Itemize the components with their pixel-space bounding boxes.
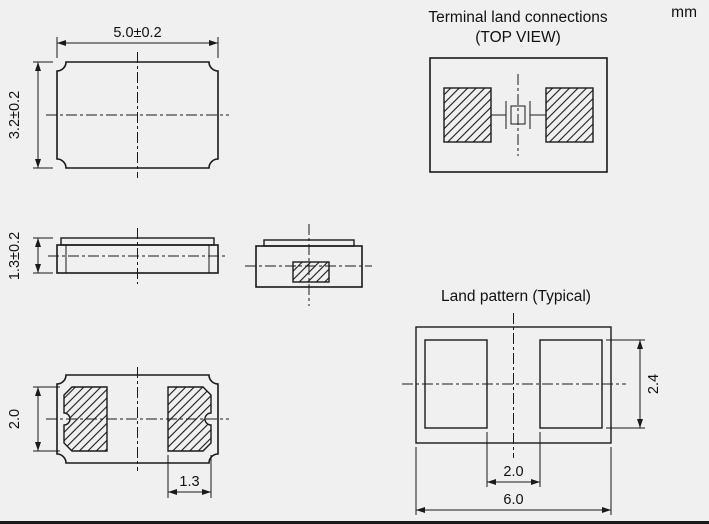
land-pattern: Land pattern (Typical) 2.4 2.0 (402, 288, 662, 515)
land-pattern-title: Land pattern (Typical) (441, 288, 591, 305)
thickness-dim-label: 1.3±0.2 (7, 232, 23, 280)
pad-width-dimension: 1.3 (167, 455, 212, 498)
bottom-view: 2.0 1.3 (7, 367, 229, 498)
pad-width-dim-label: 1.3 (179, 474, 199, 490)
side-view: 1.3±0.2 (7, 228, 227, 284)
thickness-dimension: 1.3±0.2 (7, 232, 53, 280)
bottom-rule (0, 521, 709, 524)
overall-width-dimension: 6.0 (415, 447, 612, 515)
crystal-section-hatch (292, 261, 330, 283)
pad-height-dimension: 2.4 (606, 339, 662, 429)
pad-length-dimension: 2.0 (7, 386, 60, 452)
pad-height-dim-label: 2.4 (646, 374, 662, 394)
overall-width-dim-label: 6.0 (503, 492, 523, 508)
height-dim-label: 3.2±0.2 (7, 91, 23, 139)
courtyard-outline (415, 326, 612, 444)
land-pad-right (545, 87, 594, 143)
terminal-land-connections: Terminal land connections (TOP VIEW) (428, 9, 608, 173)
land-pad-left (443, 87, 492, 143)
width-dimension: 5.0±0.2 (56, 25, 219, 58)
pad-length-dim-label: 2.0 (7, 409, 23, 429)
terminal-land-subtitle: (TOP VIEW) (475, 29, 561, 46)
crystal-symbol (491, 101, 546, 129)
height-dimension: 3.2±0.2 (7, 61, 53, 169)
gap-dim-label: 2.0 (503, 464, 523, 480)
package-outline (429, 57, 608, 173)
gap-dimension: 2.0 (486, 432, 541, 487)
top-view: 5.0±0.2 3.2±0.2 (7, 25, 229, 178)
width-dim-label: 5.0±0.2 (113, 25, 161, 41)
units-label: mm (671, 4, 697, 21)
package-bottom-outline (56, 374, 219, 464)
terminal-land-title: Terminal land connections (428, 9, 607, 26)
terminal-pad-left (63, 386, 108, 452)
end-view (245, 224, 372, 306)
package-top-outline (56, 61, 219, 169)
